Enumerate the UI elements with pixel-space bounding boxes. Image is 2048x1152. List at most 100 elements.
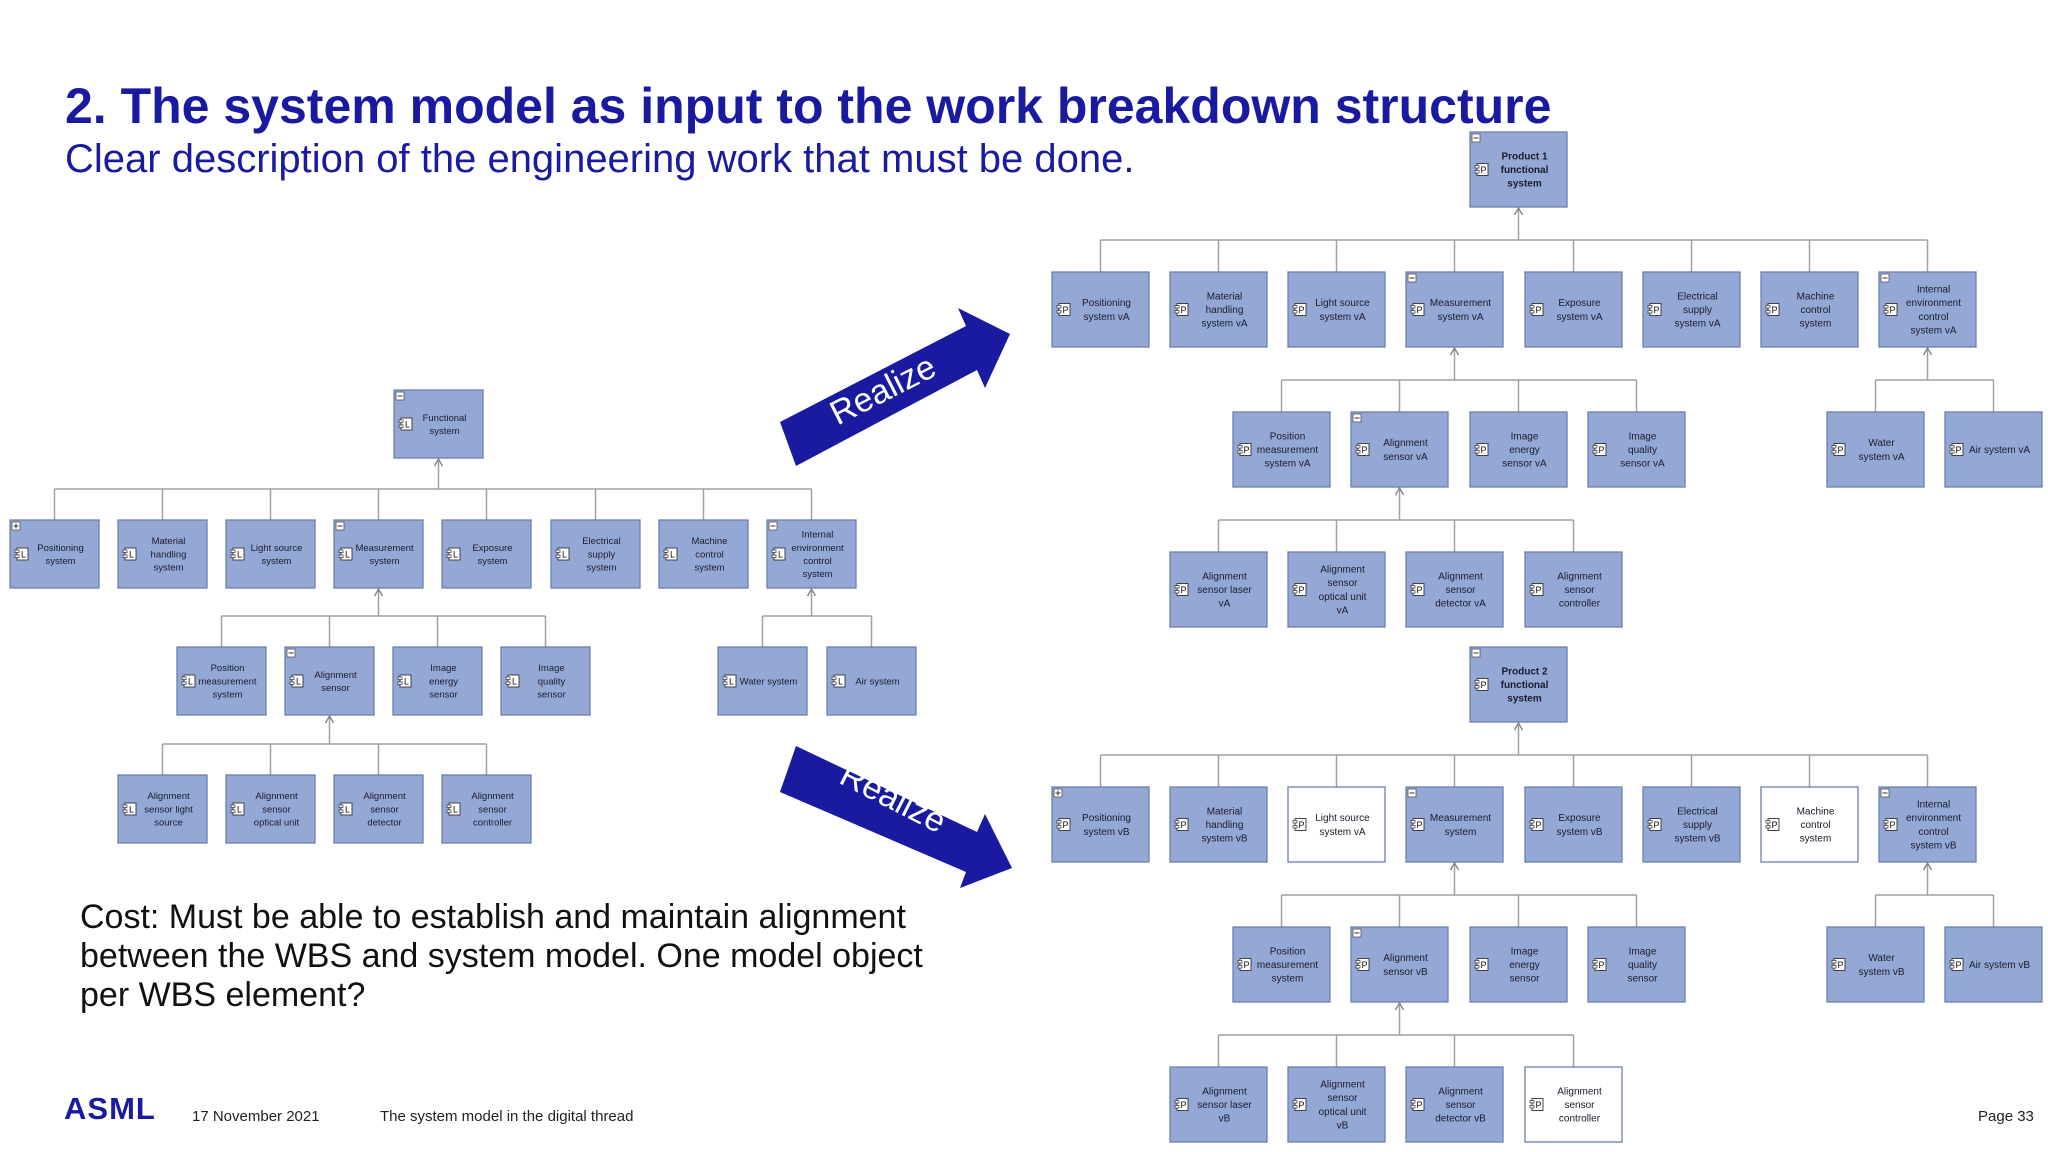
collapse-toggle-icon[interactable] — [1407, 788, 1417, 798]
node-label-line: system vB — [1556, 827, 1602, 838]
component-icon: P — [1174, 1098, 1189, 1111]
component-icon: P — [1174, 818, 1189, 831]
component-icon: P — [1410, 303, 1425, 316]
collapse-toggle-icon[interactable] — [1471, 648, 1481, 658]
collapse-toggle-icon[interactable] — [1352, 413, 1362, 423]
collapse-toggle-icon[interactable] — [1880, 273, 1890, 283]
node-label-line: system — [369, 556, 399, 567]
node-label-line: system vB — [1858, 967, 1904, 978]
expand-toggle-icon[interactable] — [1053, 788, 1063, 798]
component-icon: P — [1831, 958, 1846, 971]
collapse-toggle-icon[interactable] — [395, 391, 405, 401]
node-label-line: sensor vA — [1383, 452, 1428, 463]
collapse-toggle-icon[interactable] — [768, 521, 778, 531]
stereotype-letter: L — [237, 805, 242, 815]
stereotype-letter: P — [1955, 960, 1961, 970]
component-icon: P — [1292, 818, 1307, 831]
node-label-line: system — [477, 556, 507, 567]
node-label-line: handling — [151, 549, 187, 560]
node-label-line: Water — [1868, 438, 1895, 449]
node-label-line: Product 1 — [1501, 151, 1548, 162]
node-label-line: system — [586, 562, 616, 573]
collapse-toggle-icon[interactable] — [1407, 273, 1417, 283]
collapse-toggle-icon[interactable] — [286, 648, 296, 658]
collapse-toggle-icon[interactable] — [1880, 788, 1890, 798]
node-label-line: Measurement — [1430, 813, 1491, 824]
wbs-trees: LFunctionalsystemLPositioningsystemLMate… — [9, 131, 2043, 1143]
stereotype-letter: P — [1480, 445, 1486, 455]
component-icon: P — [1765, 303, 1780, 316]
node-label-line: Air system vB — [1969, 960, 2030, 971]
node-label-line: system — [1507, 179, 1542, 190]
component-icon: L — [555, 547, 570, 561]
component-icon: P — [1474, 958, 1489, 971]
collapse-toggle-icon[interactable] — [1471, 133, 1481, 143]
stereotype-letter: P — [1416, 585, 1422, 595]
collapse-toggle-icon[interactable] — [1352, 928, 1362, 938]
node-label-line: sensor — [1327, 1093, 1358, 1104]
node-label-line: Position — [1270, 431, 1306, 442]
wbs-node[interactable]: P Air system vB — [1944, 926, 2043, 1003]
collapse-toggle-icon[interactable] — [335, 521, 345, 531]
expand-toggle-icon[interactable] — [11, 521, 21, 531]
stereotype-letter: L — [345, 805, 350, 815]
